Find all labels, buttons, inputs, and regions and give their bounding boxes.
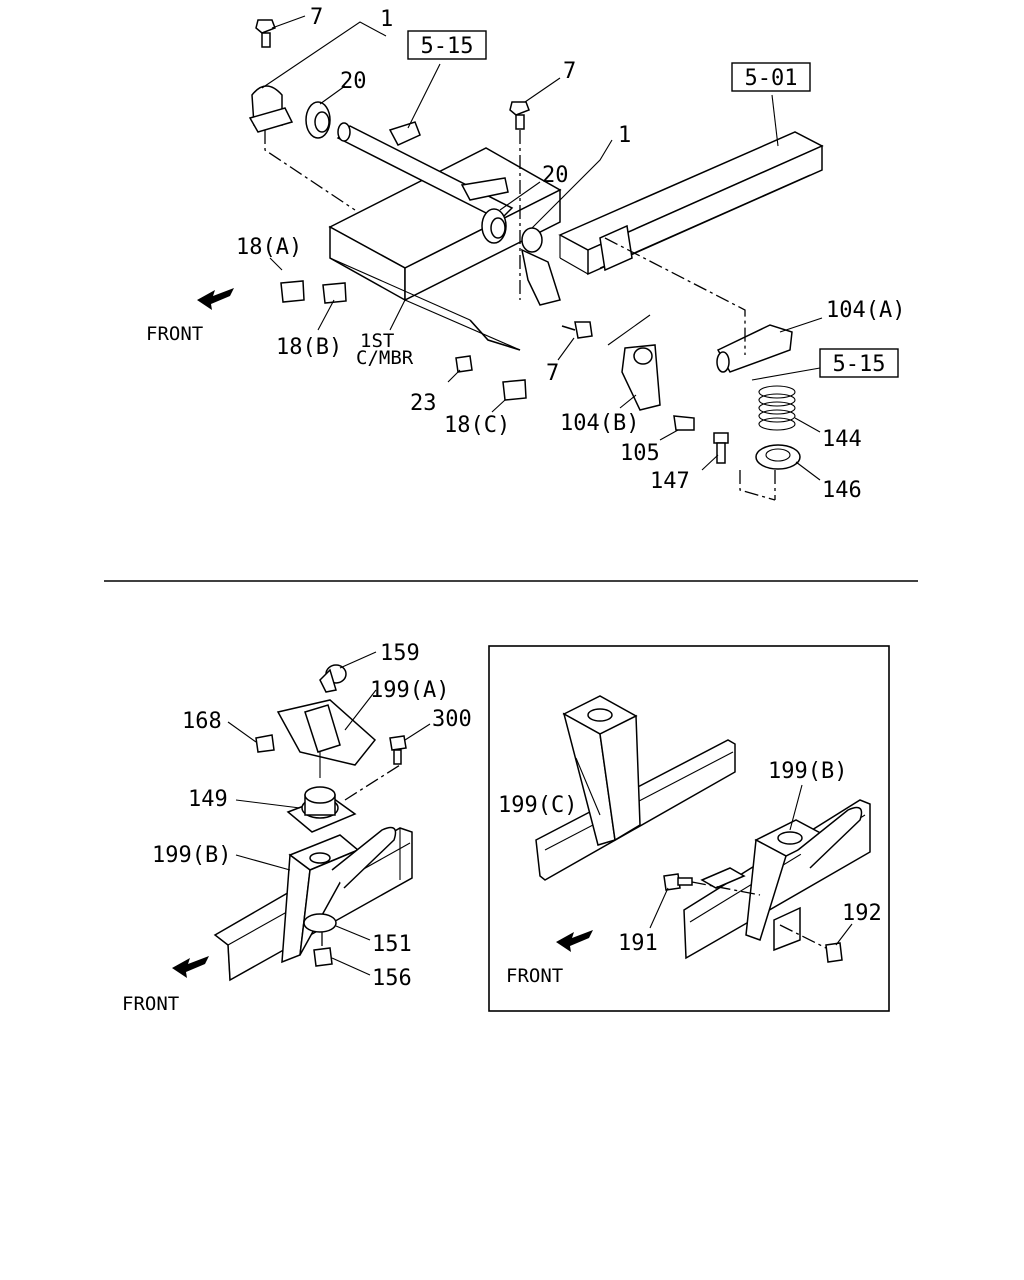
bolt-7-top: [255, 19, 276, 48]
ref-box-5-15-right: 5-15: [819, 348, 899, 378]
nut-18c: [502, 379, 527, 401]
callout-159: 159: [380, 641, 420, 666]
callout-7-mid: 7: [563, 59, 576, 84]
bolt-191: [663, 873, 693, 891]
spring-144: [758, 385, 796, 431]
callout-105: 105: [620, 441, 660, 466]
bolt-147: [713, 432, 729, 464]
bolt-300: [389, 735, 407, 765]
front-label-bottom-left: FRONT: [122, 993, 179, 1015]
ref-box-5-01: 5-01: [731, 62, 811, 92]
callout-7-low: 7: [546, 361, 559, 386]
nut-168: [255, 734, 275, 753]
ref-box-5-15-top: 5-15: [407, 30, 487, 60]
front-label-top: FRONT: [146, 323, 203, 345]
bolt-7-low: [561, 321, 593, 339]
front-label-inset: FRONT: [506, 965, 563, 987]
clamp-bracket-mid: [520, 227, 561, 306]
front-arrow-icon: [172, 956, 209, 978]
bushing-20-mid: [481, 208, 507, 244]
bracket-199b-inset: [745, 806, 863, 941]
callout-1-mid: 1: [618, 123, 631, 148]
bracket-199c: [562, 695, 641, 846]
callout-144: 144: [822, 427, 862, 452]
callout-199b-left: 199(B): [152, 843, 231, 868]
callout-18b: 18(B): [276, 335, 342, 360]
ref-text-5-15-top: 5-15: [421, 34, 474, 59]
nut-18a: [280, 280, 305, 303]
top-assembly: 5-15 5-01 5-15 7 1 20 7 1 20 18(A) 18(B)…: [146, 5, 905, 503]
callout-23: 23: [410, 391, 437, 416]
callout-20-mid: 20: [542, 163, 569, 188]
frame-rail: [558, 131, 824, 276]
nut-23: [455, 355, 473, 373]
link-104a: [716, 324, 793, 373]
callout-104a: 104(A): [826, 298, 905, 323]
mount-149: [286, 786, 357, 833]
bushing-20-upper: [305, 101, 331, 139]
shaft-assembly: [336, 121, 514, 221]
callout-192: 192: [842, 901, 882, 926]
callout-18c: 18(C): [444, 413, 510, 438]
bracket-104b: [621, 344, 695, 431]
callout-104b: 104(B): [560, 411, 639, 436]
callout-191: 191: [618, 931, 658, 956]
washer-151: [303, 913, 337, 933]
callout-199b-inset: 199(B): [768, 759, 847, 784]
member-label-2: C/MBR: [356, 347, 414, 369]
bottom-left-assembly: 159 199(A) 168 300 149 199(B) 151 156 FR…: [122, 641, 472, 1015]
stud-159: [319, 664, 347, 693]
ref-text-5-01: 5-01: [745, 66, 798, 91]
member-label-1: 1ST: [360, 330, 394, 352]
nut-192: [825, 942, 843, 963]
callout-199c: 199(C): [498, 793, 577, 818]
callout-7-top: 7: [310, 5, 323, 30]
bolt-7-mid: [509, 101, 530, 130]
callout-1-top: 1: [380, 7, 393, 32]
nut-156: [313, 947, 333, 967]
callout-146: 146: [822, 478, 862, 503]
rail-bracket: [599, 224, 633, 272]
front-arrow-icon: [197, 288, 234, 310]
callout-147: 147: [650, 469, 690, 494]
callout-199a: 199(A): [370, 678, 449, 703]
clamp-bracket-upper: [248, 85, 294, 133]
bracket-199a: [276, 699, 377, 778]
callout-300: 300: [432, 707, 472, 732]
front-arrow-icon: [556, 930, 593, 952]
callout-18a: 18(A): [236, 235, 302, 260]
callout-156: 156: [372, 966, 412, 991]
ref-text-5-15-right: 5-15: [833, 352, 886, 377]
callout-168: 168: [182, 709, 222, 734]
nut-18b: [322, 282, 347, 304]
callout-151: 151: [372, 932, 412, 957]
seat-146: [755, 444, 801, 470]
callout-149: 149: [188, 787, 228, 812]
leaders-top: [261, 15, 823, 481]
inset-panel: 199(C) 199(B) 191 192 FRONT: [488, 645, 890, 1012]
callout-20-top: 20: [340, 69, 367, 94]
